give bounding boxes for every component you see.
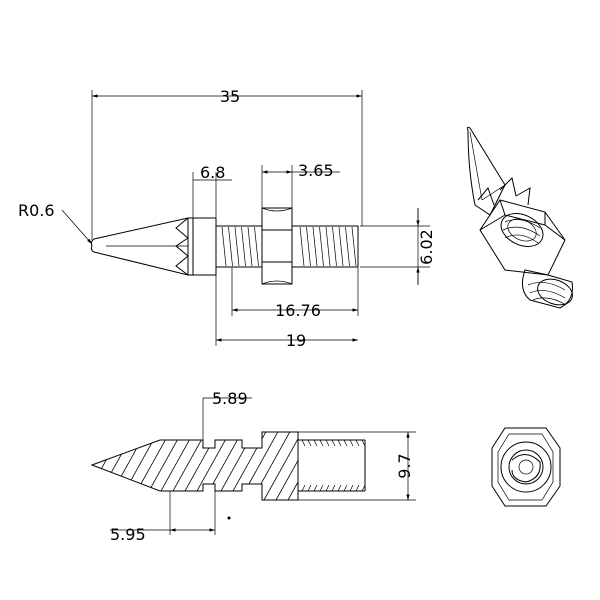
hex-nut-side [261, 207, 293, 285]
dim-595-label: 5.95 [110, 525, 146, 544]
dim-nut-width: 3.65 [261, 161, 340, 208]
section-hatch [92, 432, 298, 500]
tip-cone [90, 217, 189, 276]
dim-tip-offset: 5.95 [110, 491, 231, 544]
section-view [90, 431, 366, 501]
dim-97-label: 9.7 [395, 453, 414, 478]
end-thread-spiral [511, 454, 541, 483]
dim-thread-diameter: 6.02 [360, 208, 436, 285]
dim-body-length: 19 [215, 275, 358, 350]
iso-thread-end [500, 213, 544, 247]
dim-68-label: 6.8 [200, 163, 225, 182]
dim-589-label: 5.89 [212, 389, 248, 408]
iso-head-prongs [477, 177, 531, 206]
dim-thread-length: 16.76 [231, 267, 359, 320]
dim-collar-length: 5.89 [202, 389, 252, 440]
section-outline [90, 431, 299, 501]
dim-total-length: 35 [91, 87, 363, 240]
dim-tip-radius: R0.6 [18, 201, 93, 245]
dim-head-width: 6.8 [192, 163, 232, 218]
head-ridges [175, 217, 189, 276]
dim-r06-label: R0.6 [18, 201, 55, 220]
end-thread-circle [508, 449, 544, 485]
dim-1676-label: 16.76 [275, 301, 321, 320]
dim-19-label: 19 [286, 331, 306, 350]
end-view [491, 427, 561, 507]
head-block [187, 217, 217, 276]
section-thread [298, 439, 366, 492]
dim-602-label: 6.02 [417, 229, 436, 265]
iso-shaft [521, 269, 573, 309]
dim-365-label: 3.65 [298, 161, 334, 180]
end-hex [491, 427, 561, 507]
end-outer-circle [500, 441, 552, 493]
iso-nut [479, 199, 566, 276]
side-view [90, 207, 359, 285]
dim-35-label: 35 [220, 87, 240, 106]
isometric-view [466, 126, 573, 309]
dim-nut-height: 9.7 [298, 431, 416, 501]
